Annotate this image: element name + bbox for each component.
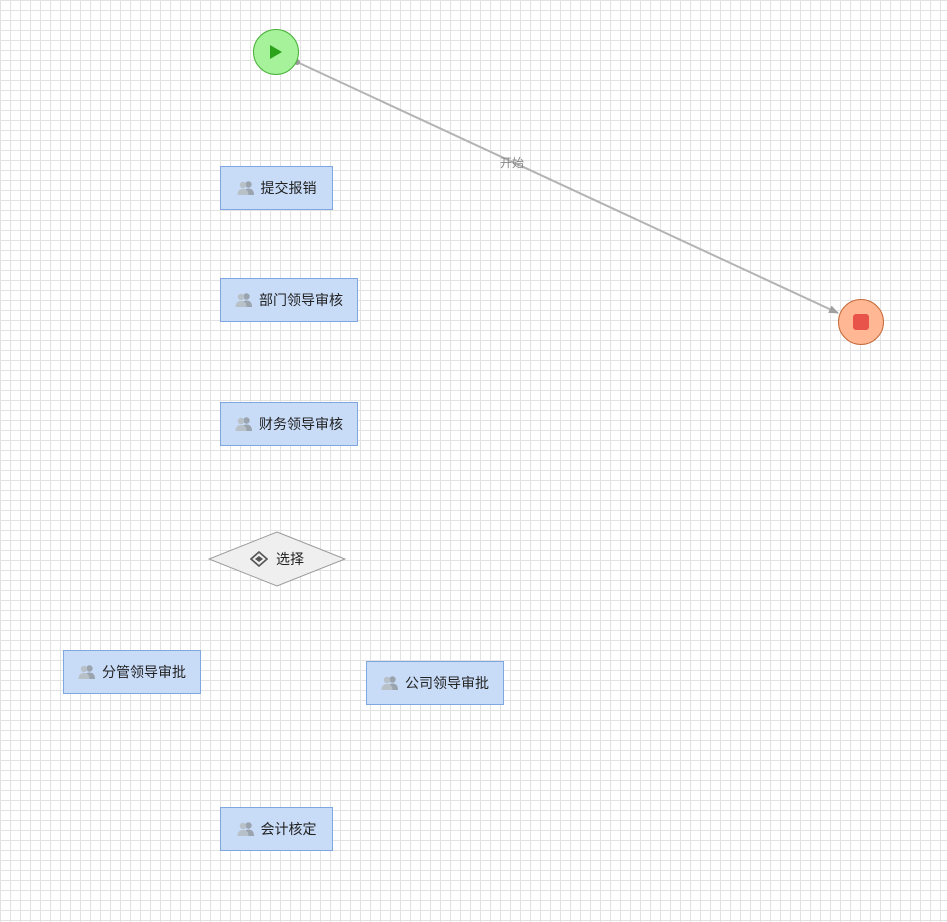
user-group-icon <box>237 822 254 836</box>
user-group-icon <box>237 181 254 195</box>
task-label: 公司领导审批 <box>405 676 489 692</box>
gateway-label: 选择 <box>276 552 304 568</box>
edge-label-start[interactable]: 开始 <box>500 156 525 170</box>
user-group-icon <box>235 293 252 307</box>
user-group-icon <box>78 665 95 679</box>
end-event[interactable] <box>838 299 884 345</box>
task-accounting[interactable]: 会计核定 <box>220 807 333 851</box>
task-label: 提交报销 <box>260 181 317 197</box>
task-branch-approve[interactable]: 分管领导审批 <box>63 650 201 694</box>
edge-start-to-end[interactable] <box>296 61 839 314</box>
gateway-diamond <box>208 531 346 587</box>
task-label: 会计核定 <box>260 822 317 838</box>
task-label: 财务领导审核 <box>259 417 343 433</box>
play-icon <box>270 45 282 59</box>
gateway-icon <box>250 551 268 567</box>
task-finance-review[interactable]: 财务领导审核 <box>220 402 358 446</box>
task-submit-expense[interactable]: 提交报销 <box>220 166 333 210</box>
task-dept-review[interactable]: 部门领导审核 <box>220 278 358 322</box>
user-group-icon <box>381 676 398 690</box>
gateway-choice[interactable]: 选择 <box>208 531 346 587</box>
task-label: 分管领导审批 <box>102 665 186 681</box>
start-event[interactable] <box>253 29 299 75</box>
stop-icon <box>853 314 869 330</box>
task-label: 部门领导审核 <box>259 293 343 309</box>
task-company-approve[interactable]: 公司领导审批 <box>366 661 504 705</box>
user-group-icon <box>235 417 252 431</box>
